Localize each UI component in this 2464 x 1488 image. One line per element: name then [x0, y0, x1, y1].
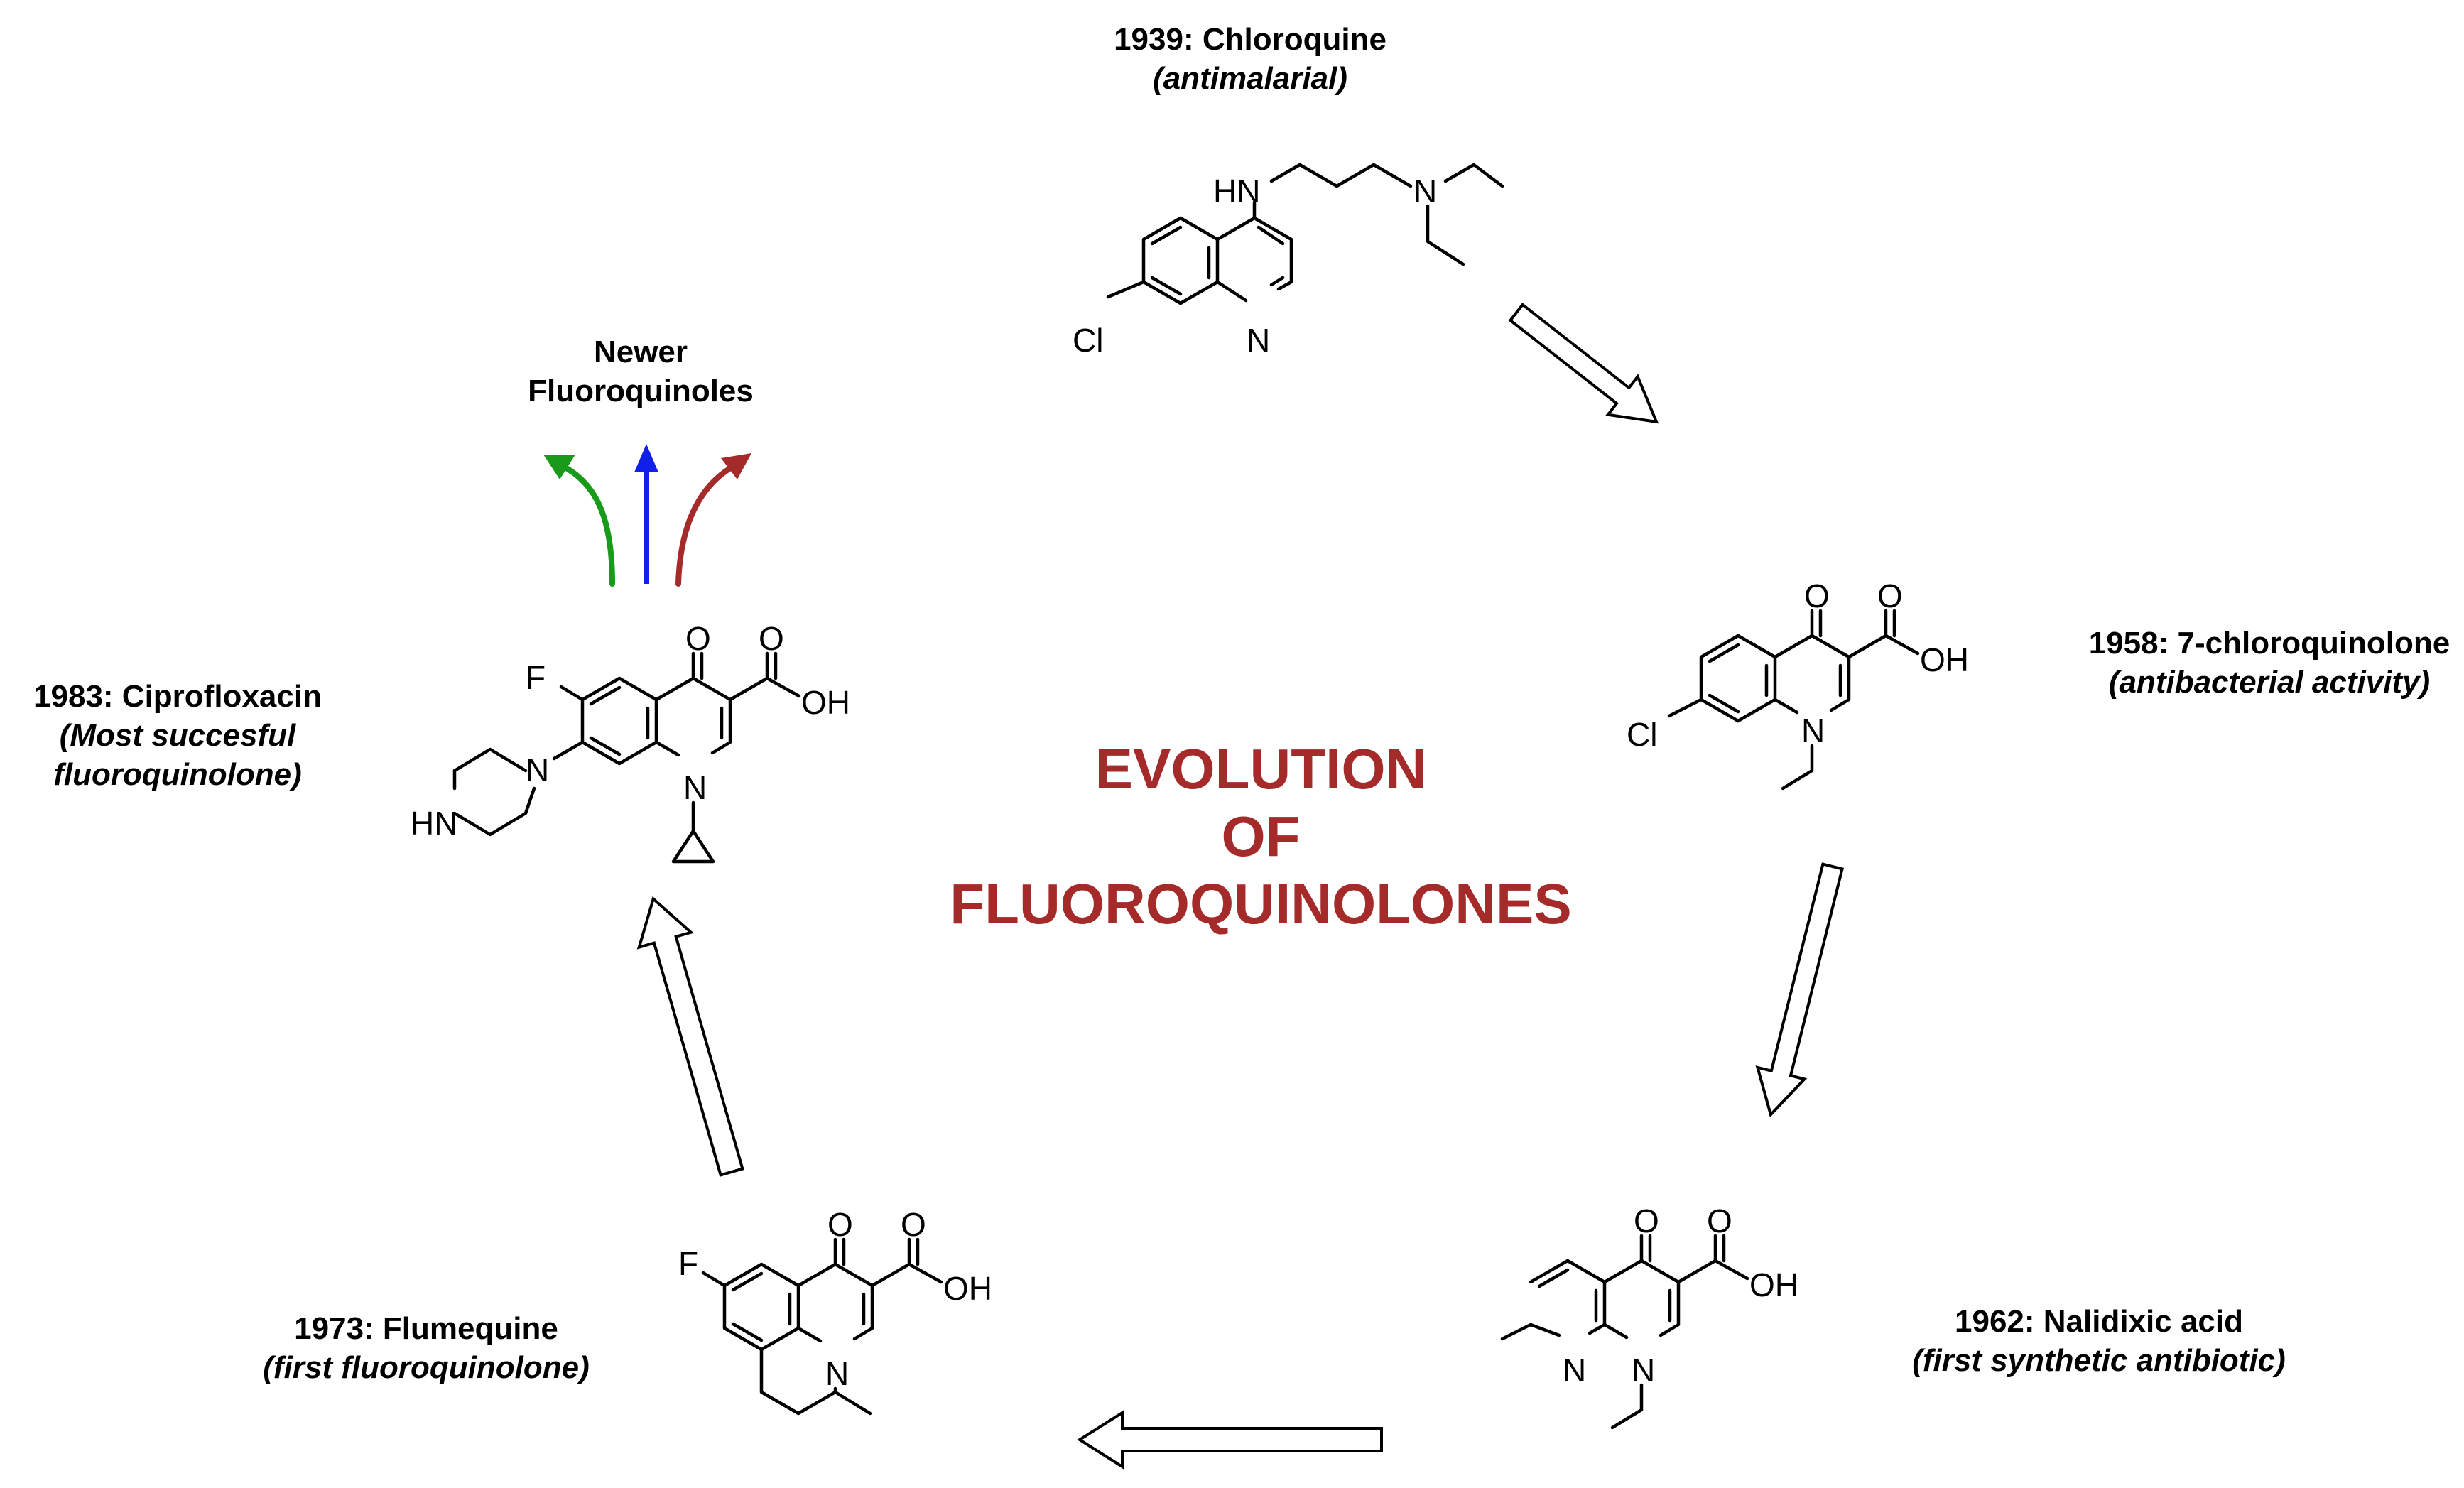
- ciprofloxacin-note-line-1: (Most succesful: [60, 718, 296, 753]
- ciprofloxacin-o-acid-atom: O: [759, 620, 784, 657]
- green-arrow-icon: [543, 455, 615, 587]
- ciprofloxacin-structure: O O OH N F N HN: [411, 620, 850, 864]
- chloroquine-hn-atom: HN: [1213, 173, 1260, 210]
- ciprofloxacin-note-line-2: fluoroquinolone): [53, 757, 301, 792]
- flumequine-f-atom: F: [678, 1245, 698, 1282]
- compound-nalidixic: 1962: Nalidixic acid (first synthetic an…: [1500, 1202, 2286, 1430]
- flumequine-n-atom: N: [825, 1355, 849, 1392]
- chloroquinolone-cl-atom: Cl: [1627, 716, 1657, 753]
- flumequine-oh-atom: OH: [943, 1270, 992, 1307]
- chloroquinolone-n-atom: N: [1801, 712, 1825, 749]
- title-line-1: EVOLUTION: [1095, 737, 1427, 800]
- compound-flumequine: 1973: Flumequine (first fluoroquinolone)…: [263, 1206, 992, 1416]
- flumequine-note: (first fluoroquinolone): [263, 1350, 589, 1385]
- nalidixic-oh-atom: OH: [1749, 1266, 1798, 1303]
- arrow-chloroquinolone-to-nalidixic: [1755, 862, 1845, 1118]
- chloroquinolone-note: (antibacterial activity): [2109, 665, 2430, 700]
- chloroquine-structure: Cl N HN N: [1073, 163, 1504, 359]
- red-arrow-icon: [675, 453, 751, 587]
- compound-chloroquine: 1939: Chloroquine (antimalarial) Cl N HN…: [1073, 22, 1504, 359]
- ciprofloxacin-n-ring-atom: N: [683, 769, 707, 806]
- chloroquinolone-o-acid-atom: O: [1877, 577, 1903, 614]
- arrow-chloroquine-to-chloroquinolone: [1508, 303, 1659, 424]
- ciprofloxacin-oh-atom: OH: [801, 684, 850, 721]
- title-line-3: FLUOROQUINOLONES: [950, 872, 1572, 935]
- ciprofloxacin-hn-atom: HN: [411, 805, 457, 842]
- chloroquine-label: 1939: Chloroquine: [1114, 22, 1386, 57]
- chloroquine-n-ring-atom: N: [1247, 322, 1270, 359]
- newer-fluoroquinoles: Newer Fluoroquinoles: [528, 335, 754, 587]
- newer-label-line-2: Fluoroquinoles: [528, 374, 754, 408]
- nalidixic-note: (first synthetic antibiotic): [1912, 1343, 2286, 1378]
- arrow-flumequine-to-ciprofloxacin: [636, 896, 744, 1177]
- nalidixic-o-acid-atom: O: [1707, 1202, 1732, 1239]
- nalidixic-structure: O O OH N N: [1500, 1202, 1798, 1430]
- ciprofloxacin-label: 1983: Ciprofloxacin: [33, 679, 322, 714]
- ciprofloxacin-n-piperazine-atom: N: [526, 751, 549, 788]
- compound-ciprofloxacin: 1983: Ciprofloxacin (Most succesful fluo…: [33, 620, 850, 864]
- compound-chloroquinolone: 1958: 7-chloroquinolone (antibacterial a…: [1627, 577, 2451, 791]
- chloroquinolone-o-keto-atom: O: [1804, 577, 1830, 614]
- chloroquinolone-label: 1958: 7-chloroquinolone: [2089, 626, 2451, 661]
- center-title: EVOLUTION OF FLUOROQUINOLONES: [950, 737, 1572, 935]
- chloroquine-note: (antimalarial): [1153, 61, 1347, 96]
- nalidixic-label: 1962: Nalidixic acid: [1955, 1304, 2243, 1339]
- title-line-2: OF: [1221, 805, 1300, 868]
- nalidixic-n-ring-atom: N: [1563, 1352, 1586, 1389]
- blue-arrow-icon: [634, 444, 658, 584]
- chloroquinolone-structure: O O OH N Cl: [1627, 577, 1969, 791]
- chloroquinolone-oh-atom: OH: [1920, 641, 1969, 678]
- flumequine-o-acid-atom: O: [901, 1206, 926, 1243]
- chloroquine-n-amine-atom: N: [1413, 173, 1437, 210]
- flumequine-o-keto-atom: O: [827, 1206, 853, 1243]
- nalidixic-o-keto-atom: O: [1634, 1202, 1659, 1239]
- flumequine-label: 1973: Flumequine: [294, 1311, 558, 1346]
- nalidixic-n-ethyl-atom: N: [1632, 1352, 1655, 1389]
- ciprofloxacin-o-keto-atom: O: [685, 620, 711, 657]
- arrow-nalidixic-to-flumequine: [1077, 1410, 1383, 1470]
- newer-label-line-1: Newer: [594, 335, 688, 369]
- chloroquine-cl-atom: Cl: [1073, 322, 1103, 359]
- flumequine-structure: O O OH N F: [678, 1206, 992, 1416]
- ciprofloxacin-f-atom: F: [526, 659, 546, 696]
